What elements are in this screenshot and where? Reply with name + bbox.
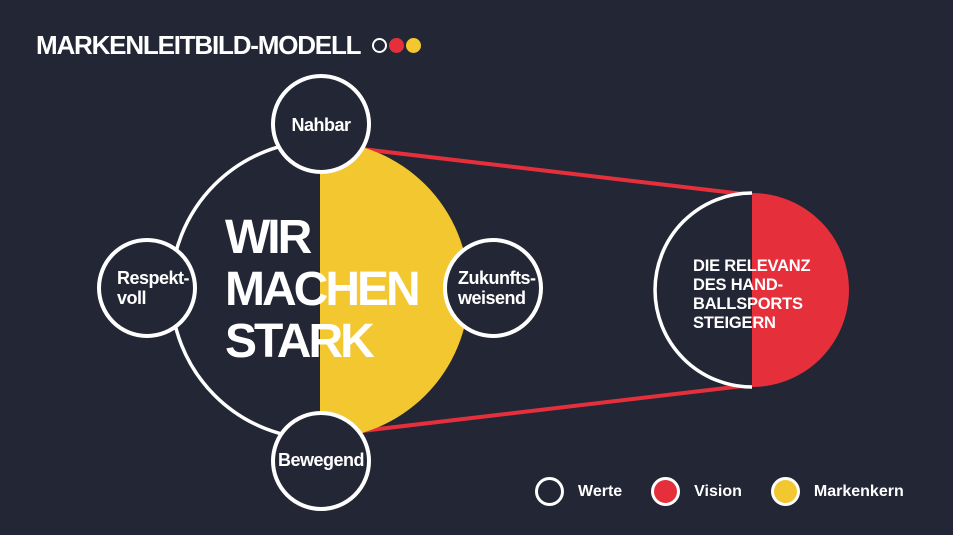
legend-label: Markenkern <box>813 483 904 500</box>
value-label-respektvoll-line1: Respekt- <box>117 268 190 288</box>
core-statement-line: STARK <box>225 315 375 368</box>
value-label-zukunftsweisend-line2: weisend <box>457 288 526 308</box>
vision-statement-line: STEIGERN <box>693 314 776 332</box>
werte-swatch-icon <box>535 477 564 506</box>
legend: Werte Vision Markenkern <box>535 477 904 506</box>
title-row: MARKENLEITBILD-MODELL <box>36 30 422 60</box>
vision-circle-arc <box>653 191 753 389</box>
value-label-nahbar: Nahbar <box>291 115 351 135</box>
vision-statement-line: DIE RELEVANZ <box>693 257 811 275</box>
projection-line-lower <box>301 382 761 440</box>
markenkern-semicircle <box>320 141 469 439</box>
vision-semicircle <box>752 193 849 387</box>
value-label-respektvoll-line2: voll <box>117 288 146 308</box>
value-label-zukunftsweisend-line1: Zukunfts- <box>458 268 536 288</box>
page-title: MARKENLEITBILD-MODELL <box>36 30 362 60</box>
value-label-bewegend: Bewegend <box>278 450 364 470</box>
vision-statement-line: BALLSPORTS <box>693 295 803 313</box>
vision-dot-icon <box>389 37 405 53</box>
markenkern-dot-icon <box>406 37 422 53</box>
legend-item-werte: Werte <box>535 477 622 506</box>
projection-line-upper <box>301 140 761 198</box>
vision-swatch-icon <box>651 477 681 506</box>
legend-item-vision: Vision <box>651 477 742 506</box>
vision-statement-line: DES HAND- <box>693 276 783 294</box>
legend-label: Werte <box>578 483 623 500</box>
value-circle-respektvoll <box>97 238 197 338</box>
value-circle-zukunftsweisend <box>443 238 543 338</box>
werte-dot-icon <box>372 37 388 53</box>
legend-item-markenkern: Markenkern <box>770 477 904 506</box>
core-statement-line: WIR <box>225 211 312 264</box>
value-circle-bewegend <box>271 411 371 511</box>
value-circle-nahbar <box>271 74 371 174</box>
legend-label: Vision <box>694 483 742 500</box>
markenkern-swatch-icon <box>770 477 800 506</box>
core-statement-line: MACHEN <box>225 263 418 316</box>
